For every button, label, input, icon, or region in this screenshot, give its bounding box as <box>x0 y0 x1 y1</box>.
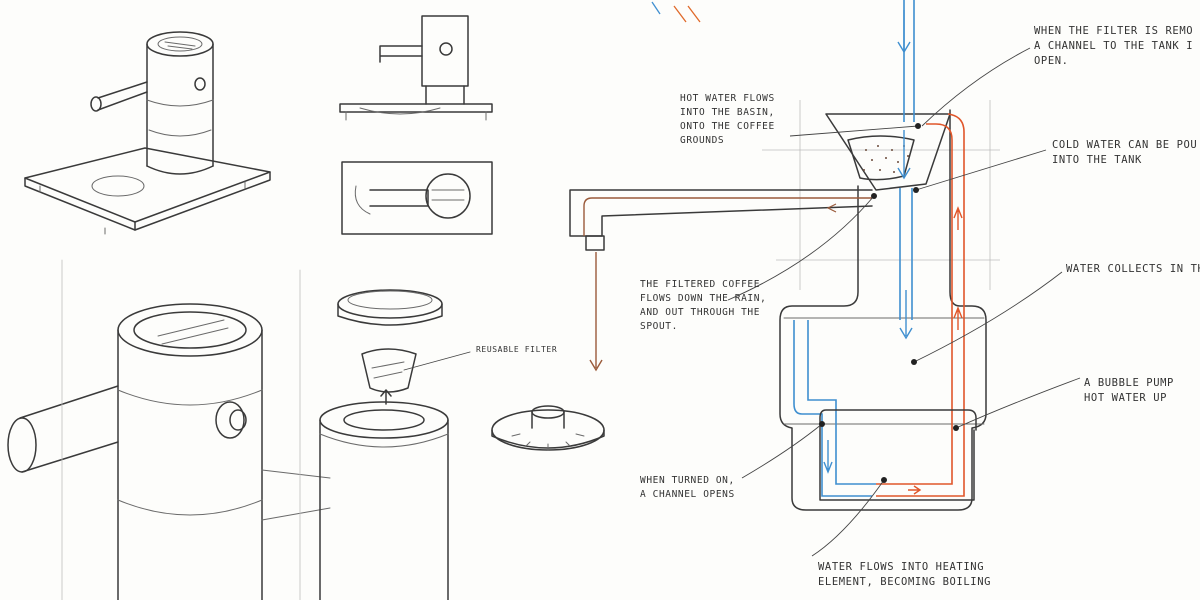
label-bubble-pump: A BUBBLE PUMP HOT WATER UP <box>1084 377 1174 404</box>
isometric-sketch <box>24 31 271 235</box>
closeup-sketch <box>7 259 331 600</box>
section-diagram <box>569 0 1081 557</box>
label-filtered-coffee: THE FILTERED COFFEE FLOWS DOWN THE RAIN,… <box>640 279 767 332</box>
label-heating-element: WATER FLOWS INTO HEATING ELEMENT, BECOMI… <box>818 561 992 588</box>
heating-element <box>819 409 977 501</box>
callout-dots <box>819 123 959 483</box>
label-cold-water-poured: COLD WATER CAN BE POU INTO THE TANK <box>1052 139 1198 166</box>
filter-basin <box>825 113 951 191</box>
color-swatch-marks <box>673 5 701 23</box>
label-water-collects: WATER COLLECTS IN TH <box>1066 263 1200 275</box>
callout-leaders <box>727 47 1081 557</box>
cold-water-channel <box>793 0 915 497</box>
coffee-grounds <box>863 145 909 173</box>
appliance-body <box>779 109 987 511</box>
label-turned-on: WHEN TURNED ON, A CHANNEL OPENS <box>640 475 735 500</box>
coffee-flow-line <box>583 197 872 368</box>
top-view <box>341 161 493 235</box>
hot-water-channel <box>876 113 965 497</box>
label-reusable-filter: REUSABLE FILTER <box>476 345 558 354</box>
label-filter-removed: WHEN THE FILTER IS REMO A CHANNEL TO THE… <box>1034 25 1194 67</box>
label-hot-water-basin: HOT WATER FLOWS INTO THE BASIN, ONTO THE… <box>680 93 775 146</box>
exploded-filter-sketch <box>319 289 605 600</box>
side-view <box>339 15 493 121</box>
spout-arm <box>569 189 873 237</box>
